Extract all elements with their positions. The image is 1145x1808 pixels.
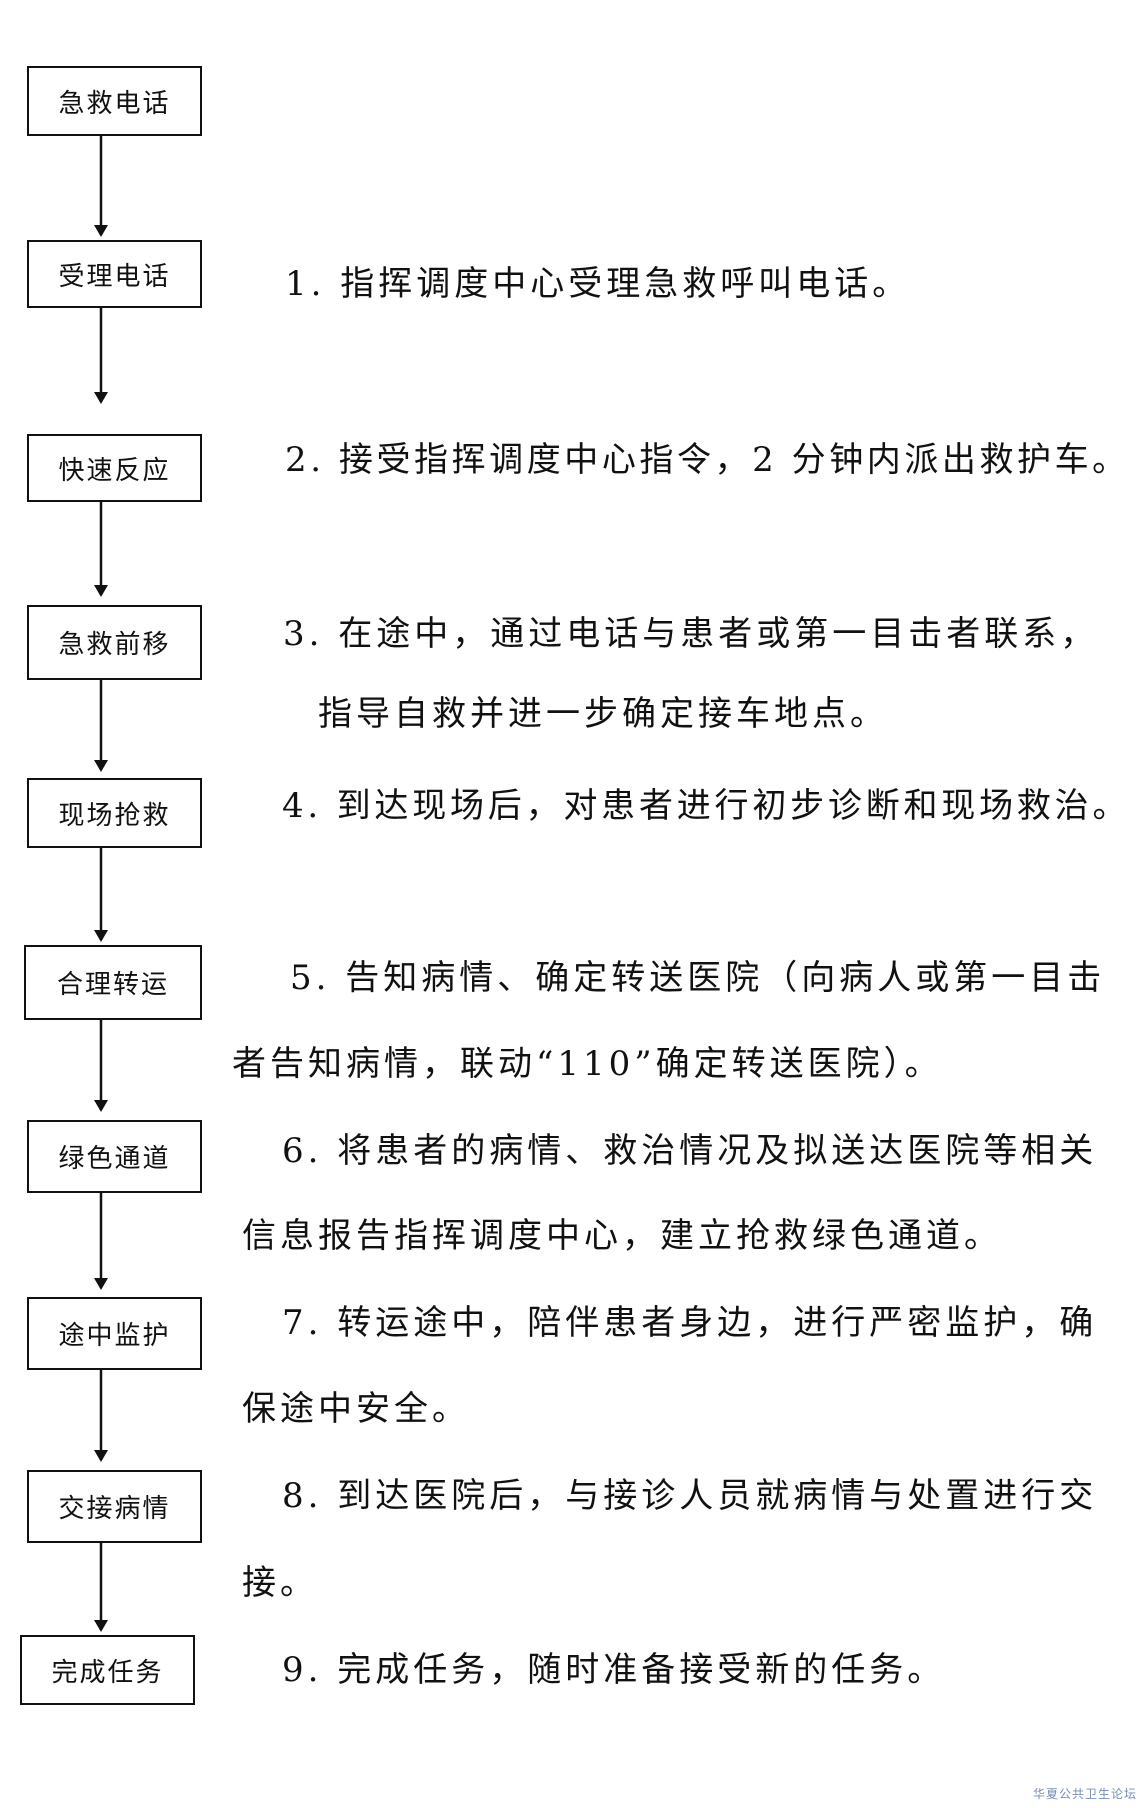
step-desc-5b: 者告知病情，联动“110”确定转送医院）。 (232, 1044, 943, 1084)
step-box-7: 绿色通道 (27, 1120, 202, 1193)
step-desc-3a: 3. 在途中，通过电话与患者或第一目击者联系， (283, 614, 1099, 654)
step-box-2: 受理电话 (27, 240, 202, 308)
step-desc-7a: 7. 转运途中，陪伴患者身边，进行严密监护，确 (282, 1303, 1098, 1343)
step-desc-2: 2. 接受指挥调度中心指令，2 分钟内派出救护车。 (285, 440, 1130, 480)
step-desc-5a: 5. 告知病情、确定转送医院（向病人或第一目击 (290, 958, 1106, 998)
step-box-4: 急救前移 (27, 605, 202, 680)
step-desc-6a: 6. 将患者的病情、救治情况及拟送达医院等相关 (282, 1131, 1098, 1171)
step-box-6: 合理转运 (24, 945, 202, 1020)
step-box-5: 现场抢救 (27, 778, 202, 848)
step-box-1: 急救电话 (27, 66, 202, 136)
step-box-3: 快速反应 (27, 434, 202, 502)
step-box-10: 完成任务 (20, 1635, 195, 1705)
step-desc-1: 1. 指挥调度中心受理急救呼叫电话。 (285, 264, 911, 304)
step-desc-9: 9. 完成任务，随时准备接受新的任务。 (282, 1650, 946, 1690)
step-box-8: 途中监护 (27, 1297, 202, 1370)
step-desc-8b: 接。 (242, 1563, 318, 1603)
step-desc-6b: 信息报告指挥调度中心，建立抢救绿色通道。 (242, 1216, 1002, 1256)
step-desc-7b: 保途中安全。 (242, 1389, 470, 1429)
step-box-9: 交接病情 (27, 1470, 202, 1543)
watermark: 华夏公共卫生论坛 (1032, 1787, 1137, 1801)
step-desc-8a: 8. 到达医院后，与接诊人员就病情与处置进行交 (282, 1476, 1098, 1516)
step-desc-4: 4. 到达现场后，对患者进行初步诊断和现场救治。 (282, 786, 1131, 826)
step-desc-3b: 指导自救并进一步确定接车地点。 (318, 694, 888, 734)
